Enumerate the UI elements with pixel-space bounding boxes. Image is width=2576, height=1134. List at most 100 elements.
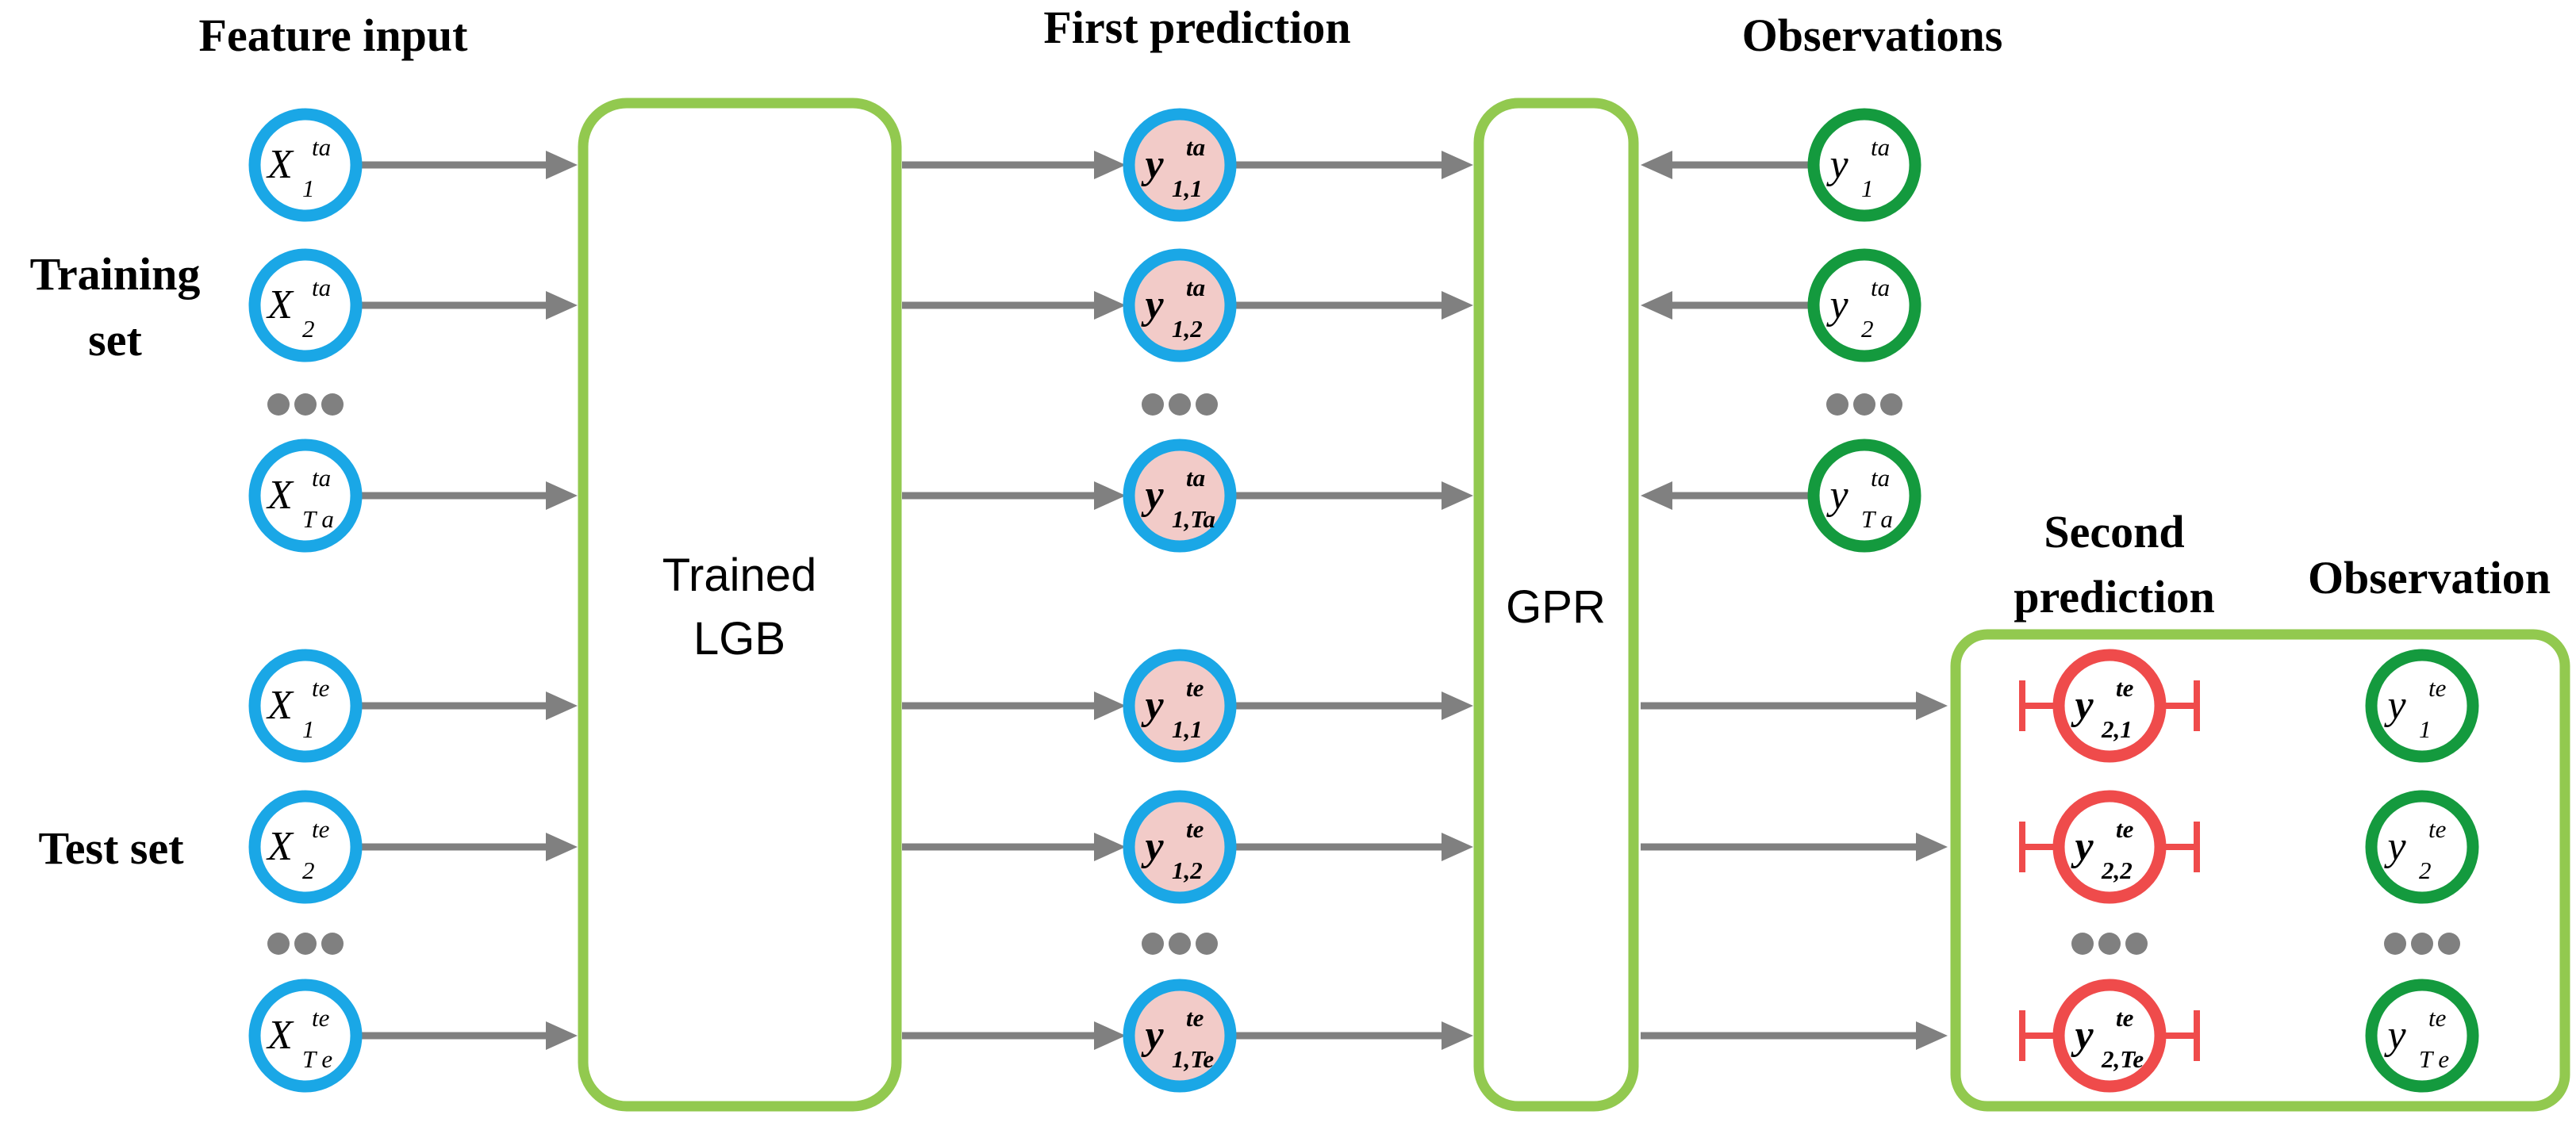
observation-test-node-3-subscript: T e bbox=[2419, 1045, 2449, 1073]
ellipsis-observation-test bbox=[2384, 933, 2460, 955]
feature-node-5-symbol: X bbox=[266, 824, 294, 869]
header-observation: Observation bbox=[2308, 552, 2551, 603]
second-prediction-node-1-superscript: te bbox=[2116, 674, 2134, 702]
arrow-feature-to-lgb-3 bbox=[361, 481, 578, 510]
observation-test-node-3-superscript: te bbox=[2428, 1004, 2447, 1032]
feature-node-6-subscript: T e bbox=[302, 1045, 332, 1073]
header-first-prediction: First prediction bbox=[1043, 2, 1350, 53]
feature-node-4-subscript: 1 bbox=[302, 715, 315, 743]
arrow-lgb-to-prediction-6 bbox=[902, 1021, 1126, 1050]
arrow-feature-to-lgb-2 bbox=[361, 291, 578, 320]
second-prediction-node-2-superscript: te bbox=[2116, 815, 2134, 843]
feature-node-3-ring bbox=[248, 439, 363, 553]
first-prediction-node-5-ring bbox=[1123, 790, 1237, 904]
observation-test-node-1-subscript: 1 bbox=[2419, 715, 2432, 743]
feature-node-1-symbol: X bbox=[266, 142, 294, 187]
feature-node-3-symbol: X bbox=[266, 473, 294, 518]
first-prediction-node-6-subscript: 1,Te bbox=[1172, 1045, 1214, 1073]
first-prediction-node-6-superscript: te bbox=[1186, 1004, 1204, 1032]
first-prediction-node-3-superscript: ta bbox=[1186, 464, 1205, 492]
first-prediction-node-1-superscript: ta bbox=[1186, 133, 1205, 161]
observation-train-node-1-superscript: ta bbox=[1871, 133, 1890, 161]
first-prediction-node-5-subscript: 1,2 bbox=[1172, 856, 1203, 884]
feature-node-2-ring bbox=[248, 248, 363, 362]
arrow-gpr-to-second-prediction-2 bbox=[1641, 833, 1948, 861]
observation-train-node-1-subscript: 1 bbox=[1861, 174, 1874, 202]
arrow-observation-to-gpr-3 bbox=[1641, 481, 1809, 510]
ellipsis-group bbox=[267, 393, 2460, 955]
first-prediction-node-4-superscript: te bbox=[1186, 674, 1204, 702]
observation-test-node-2-symbol: y bbox=[2383, 824, 2406, 869]
arrow-prediction-to-gpr-5 bbox=[1235, 833, 1473, 861]
label-training-set-line2: set bbox=[88, 314, 142, 366]
second-prediction-node-3-ring bbox=[2052, 979, 2167, 1093]
feature-node-6-symbol: X bbox=[266, 1013, 294, 1058]
first-prediction-node-6-ring bbox=[1123, 979, 1237, 1093]
observation-test-node-2-superscript: te bbox=[2428, 815, 2447, 843]
first-prediction-node-3-subscript: 1,Ta bbox=[1172, 505, 1215, 533]
first-prediction-node-1-ring bbox=[1123, 108, 1237, 222]
header-feature-input: Feature input bbox=[199, 10, 469, 61]
feature-node-5-subscript: 2 bbox=[302, 856, 315, 884]
feature-node-4-superscript: te bbox=[312, 674, 330, 702]
arrow-observation-to-gpr-2 bbox=[1641, 291, 1809, 320]
arrow-lgb-to-prediction-4 bbox=[902, 692, 1126, 720]
first-prediction-node-2-superscript: ta bbox=[1186, 274, 1205, 301]
observation-test-node-1-symbol: y bbox=[2383, 683, 2406, 728]
observation-test-node-2-ring bbox=[2365, 790, 2479, 904]
observation-test-node-1-ring bbox=[2365, 649, 2479, 763]
arrow-prediction-to-gpr-6 bbox=[1235, 1021, 1473, 1050]
feature-node-3-superscript: ta bbox=[312, 464, 331, 492]
feature-node-2-subscript: 2 bbox=[302, 315, 315, 343]
observation-test-node-3-symbol: y bbox=[2383, 1013, 2406, 1058]
feature-node-1-superscript: ta bbox=[312, 133, 331, 161]
arrow-gpr-to-second-prediction-1 bbox=[1641, 692, 1948, 720]
second-prediction-node-1-ring bbox=[2052, 649, 2167, 763]
arrow-feature-to-lgb-5 bbox=[361, 833, 578, 861]
first-prediction-node-4-subscript: 1,1 bbox=[1172, 715, 1203, 743]
trained-lgb-box bbox=[578, 98, 902, 1112]
feature-node-3-subscript: T a bbox=[302, 505, 334, 533]
arrow-prediction-to-gpr-2 bbox=[1235, 291, 1473, 320]
ellipsis-observation-train bbox=[1826, 393, 1902, 416]
label-training-set-line1: Training bbox=[30, 248, 201, 300]
arrow-prediction-to-gpr-3 bbox=[1235, 481, 1473, 510]
label-test-set: Test set bbox=[38, 822, 184, 874]
observation-train-node-2-subscript: 2 bbox=[1861, 315, 1874, 343]
feature-node-5-ring bbox=[248, 790, 363, 904]
feature-node-4-ring bbox=[248, 649, 363, 763]
observation-test-node-3-ring bbox=[2365, 979, 2479, 1093]
first-prediction-node-4-ring bbox=[1123, 649, 1237, 763]
second-prediction-node-2-subscript: 2,2 bbox=[2101, 856, 2133, 884]
observation-train-node-3-superscript: ta bbox=[1871, 464, 1890, 492]
arrow-observation-to-gpr-1 bbox=[1641, 151, 1809, 179]
ellipsis-second-prediction bbox=[2071, 933, 2148, 955]
arrow-lgb-to-prediction-5 bbox=[902, 833, 1126, 861]
feature-node-5-superscript: te bbox=[312, 815, 330, 843]
feature-node-6-ring bbox=[248, 979, 363, 1093]
second-prediction-node-2-ring bbox=[2052, 790, 2167, 904]
arrow-lgb-to-prediction-3 bbox=[902, 481, 1126, 510]
second-prediction-node-1-subscript: 2,1 bbox=[2101, 715, 2133, 743]
feature-node-1-ring bbox=[248, 108, 363, 222]
arrow-feature-to-lgb-4 bbox=[361, 692, 578, 720]
arrow-lgb-to-prediction-2 bbox=[902, 291, 1126, 320]
arrow-prediction-to-gpr-4 bbox=[1235, 692, 1473, 720]
first-prediction-node-5-superscript: te bbox=[1186, 815, 1204, 843]
header-observations: Observations bbox=[1742, 10, 2003, 61]
